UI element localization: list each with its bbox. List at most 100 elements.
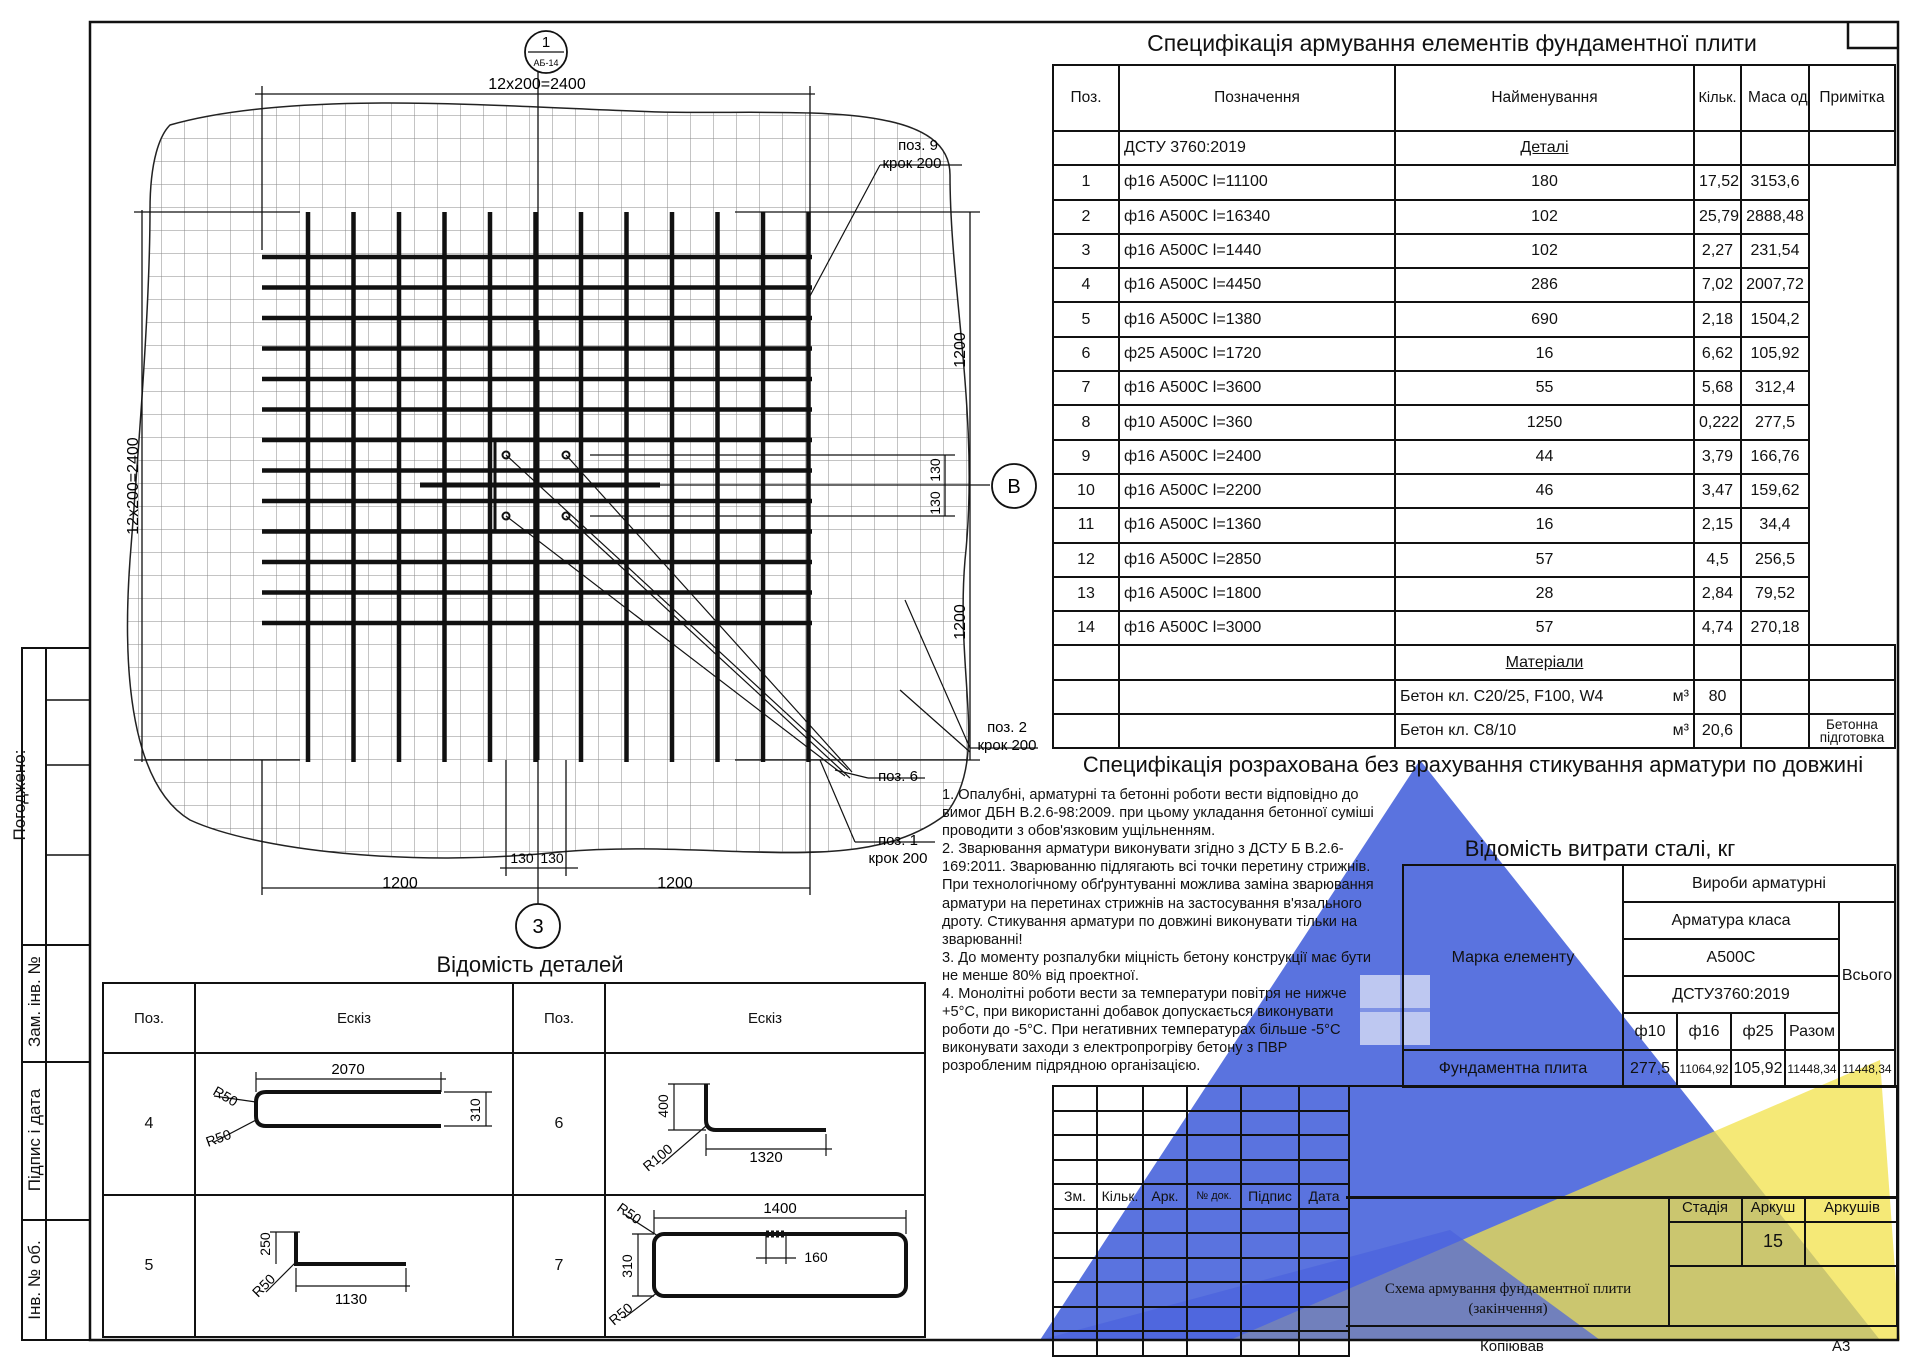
material-name: Бетон кл. С20/25, F100, W4: [1400, 687, 1604, 705]
spec-row-name: ф10 А500С l=360: [1118, 404, 1396, 441]
spec-row-note: 277,5: [1740, 404, 1810, 441]
dim-right-bottom: 1200: [952, 604, 969, 640]
side-label-approved: Погоджено:: [10, 749, 29, 841]
spec-row-qty: 16: [1394, 335, 1695, 373]
spec-row-pos: 7: [1052, 370, 1120, 407]
spec-title: Специфікація армування елементів фундаме…: [1147, 30, 1757, 56]
spec-row-note: 79,52: [1740, 575, 1810, 613]
spec-row-name: ф16 А500С l=2200: [1118, 472, 1396, 510]
spec-footnote: Специфікація розрахована без врахування …: [1082, 752, 1864, 777]
note-2: 2. Зварювання арматури виконувати згідно…: [942, 841, 1374, 948]
spec-row-pos: 10: [1052, 472, 1120, 510]
spec-row-name: ф16 А500С l=3000: [1118, 610, 1396, 647]
spec-header-row: Поз. Позначення Найменування Кільк. Маса…: [1052, 64, 1896, 132]
dim-bottom-small-a: 130: [510, 850, 534, 866]
general-notes: 1. Опалубні, арматурні та бетонні роботи…: [942, 786, 1380, 1076]
spec-header-note: Примітка: [1808, 64, 1896, 132]
steel-col-total: Всього: [1837, 901, 1897, 1051]
spec-row-pos: 8: [1052, 404, 1120, 441]
spec-row-mass: 25,79: [1693, 198, 1742, 235]
detail-6-dim-height: 400: [655, 1094, 671, 1118]
spec-row-name: ф16 А500С l=2850: [1118, 541, 1396, 578]
dim-top: 12х200=2400: [488, 76, 586, 93]
dim-left: 12х200=2400: [125, 437, 142, 535]
detail-5-radius: R50: [249, 1270, 279, 1300]
steel-diam: ф16: [1676, 1012, 1732, 1051]
note-3: 3. До моменту розпалубки міцність бетону…: [942, 949, 1372, 984]
detail-sketch-6: 400 1320 R100: [604, 1052, 926, 1196]
dim-right-top: 1200: [952, 332, 969, 368]
spec-header-name: Найменування: [1394, 64, 1695, 132]
spec-row-note: 312,4: [1740, 370, 1810, 407]
detail-4-radius-top: R50: [211, 1083, 241, 1110]
spec-designation: ДСТУ 3760:2019: [1118, 129, 1396, 167]
dim-bottom-right: 1200: [657, 875, 693, 892]
steel-diam: Разом: [1784, 1012, 1840, 1051]
details-header-sketch: Ескіз: [604, 982, 926, 1054]
callout-pos9: поз. 9: [898, 137, 938, 154]
details-header-sketch: Ескіз: [194, 982, 514, 1054]
spec-row-note: 2888,48: [1740, 198, 1810, 235]
spec-row-qty: 55: [1394, 370, 1695, 407]
spec-row-note: 105,92: [1740, 335, 1810, 373]
spec-section-details-label: Деталі: [1394, 129, 1695, 167]
material-note: Бетонна підготовка: [1808, 713, 1896, 750]
spec-row-note: 3153,6: [1740, 164, 1810, 201]
steel-col-standard: ДСТУ3760:2019: [1622, 975, 1840, 1014]
spec-row-mass: 2,27: [1693, 232, 1742, 270]
stamp-title-line2: (закінчення): [1468, 1301, 1548, 1317]
spec-row-mass: 6,62: [1693, 335, 1742, 373]
spec-row-qty: 180: [1394, 164, 1695, 201]
detail-5-dim-length: 1130: [335, 1291, 367, 1308]
steel-value: 105,92: [1730, 1049, 1786, 1088]
spec-row-name: ф16 А500С l=4450: [1118, 267, 1396, 304]
spec-row-name: ф16 А500С l=1800: [1118, 575, 1396, 613]
spec-row-qty: 57: [1394, 610, 1695, 647]
detail-6-drawing: 400 1320 R100: [640, 1083, 832, 1174]
spec-row-qty: 16: [1394, 507, 1695, 544]
spec-row-note: 166,76: [1740, 438, 1810, 475]
note-1: 1. Опалубні, арматурні та бетонні роботи…: [942, 787, 1374, 840]
spec-row-mass: 7,02: [1693, 267, 1742, 304]
spec-row-qty: 690: [1394, 301, 1695, 338]
stamp-header-cell: № док.: [1186, 1183, 1242, 1210]
stamp-sheets-label: Аркушів: [1824, 1199, 1880, 1216]
callout-pos2: поз. 2: [987, 719, 1027, 736]
spec-section-materials: Матеріали: [1052, 644, 1896, 681]
spec-row-qty: 102: [1394, 232, 1695, 270]
side-label-replace-inv: Зам. інв. №: [25, 956, 44, 1047]
stamp-stage-label: Стадія: [1681, 1199, 1729, 1216]
spec-row-pos: 3: [1052, 232, 1120, 270]
section-mark-number: 1: [542, 34, 550, 51]
spec-section-details: ДСТУ 3760:2019 Деталі: [1052, 129, 1896, 167]
side-label-signature-date: Підпис і дата: [25, 1088, 44, 1192]
spec-row-pos: 6: [1052, 335, 1120, 373]
spec-row-pos: 13: [1052, 575, 1120, 613]
steel-data-row: Фундаментна плита 277,5 11064,92 105,92 …: [1402, 1049, 1897, 1088]
dim-bottom-small-b: 130: [540, 850, 564, 866]
callout-pos6: поз. 6: [878, 768, 918, 785]
spec-row-mass: 2,84: [1693, 575, 1742, 613]
material-note: [1808, 678, 1896, 716]
spec-row-note: 34,4: [1740, 507, 1810, 544]
detail-7-dim-length: 1400: [763, 1200, 796, 1217]
detail-5-drawing: 250 1130 R50: [249, 1231, 410, 1308]
detail-4-dim-length: 2070: [331, 1061, 364, 1078]
steel-diam: ф10: [1622, 1012, 1678, 1051]
spec-row-qty: 28: [1394, 575, 1695, 613]
spec-row-qty: 57: [1394, 541, 1695, 578]
